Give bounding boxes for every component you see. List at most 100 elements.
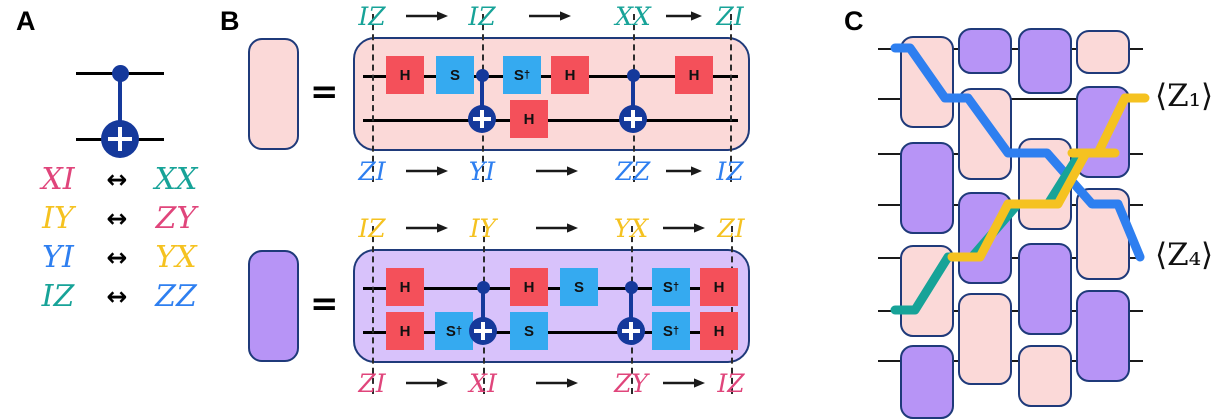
pauli-rule-row: YI ↔ YX xyxy=(22,238,212,277)
pink-wire-q1 xyxy=(363,119,738,122)
panel-c-letter: C xyxy=(844,6,864,36)
observable-z4-text: ⟨Z₄⟩ xyxy=(1155,237,1214,273)
gate-h: H xyxy=(386,56,424,94)
purple-bottom-label: ZY xyxy=(614,369,648,398)
gate-h: H xyxy=(510,268,548,306)
panelc-gate-block xyxy=(900,36,954,128)
arrow-right-icon xyxy=(663,378,705,388)
pink-top-label: IZ xyxy=(468,2,496,31)
pink-circuit-group: = H S S† H H H IZ IZ XX ZI xyxy=(220,0,840,200)
gate-h: H xyxy=(700,268,738,306)
pauli-right: YX xyxy=(155,240,197,275)
pauli-right: ZY xyxy=(155,201,197,236)
purple-equals-sign: = xyxy=(310,284,339,324)
purple-legend-box xyxy=(248,250,299,362)
arrow-right-icon xyxy=(406,11,448,21)
panelc-gate-block xyxy=(958,293,1012,385)
panel-a-letter: A xyxy=(16,6,36,36)
panelc-gate-block xyxy=(900,345,954,419)
bidirectional-arrow-icon: ↔ xyxy=(106,165,128,194)
pink-equals-sign: = xyxy=(310,72,339,112)
pink-wire-q0 xyxy=(363,75,738,78)
cnot-target-circle xyxy=(468,105,496,133)
panelc-gate-block xyxy=(1076,30,1130,74)
panel-a: A XI ↔ XX IY ↔ ZY YI ↔ YX IZ ↔ ZZ xyxy=(0,0,230,415)
gate-h: H xyxy=(510,100,548,138)
pauli-right: ZZ xyxy=(155,279,197,314)
pauli-left: IZ xyxy=(41,279,75,314)
gate-s: S xyxy=(436,56,474,94)
gate-s-dagger: S† xyxy=(652,312,690,350)
purple-cut-line xyxy=(731,226,733,394)
cnot-control-line xyxy=(480,76,484,118)
gate-s-dagger: S† xyxy=(652,268,690,306)
pauli-rule-row: IZ ↔ ZZ xyxy=(22,277,212,316)
panelc-gate-block xyxy=(1018,138,1072,230)
arrow-right-icon xyxy=(536,378,578,388)
panelc-gate-block xyxy=(1018,243,1072,335)
panel-c: C ⟨Z₁⟩ ⟨Z₄⟩ xyxy=(840,0,1229,419)
cnot-control-dot xyxy=(624,281,638,294)
bidirectional-arrow-icon: ↔ xyxy=(106,204,128,233)
pauli-left: YI xyxy=(42,240,74,275)
pauli-left: XI xyxy=(41,162,75,197)
pink-top-label: IZ xyxy=(358,2,386,31)
cnot-control-dot xyxy=(626,69,640,82)
cnot-control-dot xyxy=(476,281,490,294)
bidirectional-arrow-icon: ↔ xyxy=(106,243,128,272)
gate-s: S xyxy=(510,312,548,350)
purple-circuit-group: = H H S S† H H S† S S† H IZ IY YX ZI xyxy=(220,210,840,415)
cnot-gate xyxy=(60,58,180,158)
arrow-right-icon xyxy=(536,223,578,233)
arrow-right-icon xyxy=(529,11,571,21)
arrow-right-icon xyxy=(536,166,578,176)
panelc-gate-block xyxy=(900,142,954,234)
panelc-gate-block xyxy=(1018,345,1072,407)
cnot-control-dot xyxy=(111,65,129,82)
purple-top-label: ZI xyxy=(717,214,745,243)
pauli-left: IY xyxy=(42,201,74,236)
pink-bottom-label: ZI xyxy=(358,157,386,186)
panelc-gate-block xyxy=(1018,28,1072,94)
pink-bottom-label: IZ xyxy=(716,157,744,186)
panel-b: B = H S S† H H H IZ IZ XX ZI xyxy=(220,0,840,415)
purple-top-label: IY xyxy=(469,214,497,243)
observable-label-z1: ⟨Z₁⟩ xyxy=(1155,78,1213,114)
gate-h: H xyxy=(700,312,738,350)
cnot-target-circle xyxy=(617,317,645,345)
pauli-rule-row: IY ↔ ZY xyxy=(22,199,212,238)
gate-h: H xyxy=(386,312,424,350)
bidirectional-arrow-icon: ↔ xyxy=(106,282,128,311)
panelc-gate-block xyxy=(900,245,954,337)
pauli-conjugation-table: XI ↔ XX IY ↔ ZY YI ↔ YX IZ ↔ ZZ xyxy=(22,160,212,316)
purple-wire-q0 xyxy=(363,287,738,290)
pink-legend-box xyxy=(248,38,299,150)
gate-s-dagger: S† xyxy=(503,56,541,94)
cnot-control-line xyxy=(631,76,635,118)
gate-h: H xyxy=(386,268,424,306)
cnot-control-line xyxy=(629,288,633,330)
panelc-gate-block xyxy=(958,192,1012,284)
pauli-rule-row: XI ↔ XX xyxy=(22,160,212,199)
cnot-control-line xyxy=(481,288,485,330)
arrow-right-icon xyxy=(406,378,448,388)
purple-wire-q1 xyxy=(363,331,738,334)
panelc-gate-block xyxy=(1076,188,1130,280)
purple-bottom-label: ZI xyxy=(358,369,386,398)
observable-z1-text: ⟨Z₁⟩ xyxy=(1155,78,1214,114)
purple-bottom-label: XI xyxy=(469,369,497,398)
pink-cut-line xyxy=(730,14,732,182)
arrow-right-icon xyxy=(666,166,702,176)
panelc-gate-block xyxy=(1076,86,1130,178)
pink-cut-line xyxy=(372,14,374,182)
observable-label-z4: ⟨Z₄⟩ xyxy=(1155,237,1213,273)
cnot-target-circle xyxy=(101,120,139,158)
panelc-gate-block xyxy=(1076,290,1130,382)
panelc-gate-block xyxy=(958,28,1012,74)
pink-top-label: ZI xyxy=(716,2,744,31)
cnot-target-circle xyxy=(469,317,497,345)
arrow-right-icon xyxy=(406,223,448,233)
gate-h: H xyxy=(675,56,713,94)
purple-top-label: IZ xyxy=(358,214,386,243)
gate-s: S xyxy=(560,268,598,306)
